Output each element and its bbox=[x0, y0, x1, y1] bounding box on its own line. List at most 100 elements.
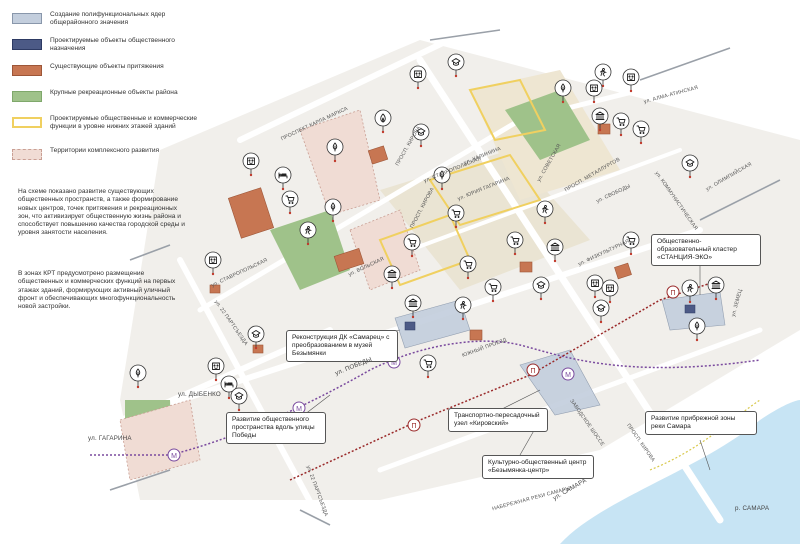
cart-icon bbox=[612, 112, 630, 137]
museum-icon bbox=[546, 238, 564, 263]
school-icon bbox=[247, 325, 265, 350]
svg-text:М: М bbox=[391, 360, 397, 367]
tree-icon bbox=[688, 317, 706, 342]
object-2 bbox=[333, 247, 365, 273]
svg-text:М: М bbox=[171, 453, 177, 460]
school-icon bbox=[447, 53, 465, 78]
cart-icon bbox=[447, 204, 465, 229]
roads bbox=[57, 27, 763, 533]
run-icon bbox=[681, 279, 699, 304]
commerce-belt-2 bbox=[468, 78, 547, 142]
legend-label: Создание полифункциональных ядер общерай… bbox=[50, 11, 166, 26]
road-label-river: р. САМАРА bbox=[735, 505, 770, 512]
cart-icon bbox=[419, 354, 437, 379]
school-icon bbox=[230, 387, 248, 412]
legend-label: Крупные рекреационные объекты района bbox=[50, 89, 178, 96]
museum-icon bbox=[707, 276, 725, 301]
theater-icon bbox=[586, 274, 604, 299]
arrow-south bbox=[299, 509, 331, 526]
samara-river bbox=[560, 400, 800, 544]
object-6 bbox=[469, 329, 483, 341]
callout-kirovsky-hub: Транспортно-пересадочный узел «Кировский… bbox=[448, 408, 548, 432]
bed-icon bbox=[220, 375, 238, 400]
road-karla-marksa bbox=[237, 27, 473, 143]
arrow-north bbox=[429, 29, 501, 41]
fire-icon bbox=[374, 109, 392, 134]
legend-swatch-lower-floors bbox=[12, 117, 42, 128]
road-sovetskaya bbox=[408, 148, 682, 252]
description-paragraph-1: На схеме показано развитие существующих … bbox=[18, 188, 185, 237]
legend-item-existing: Существующие объекты притяжения bbox=[12, 62, 202, 88]
road-naberezhnaya bbox=[387, 477, 583, 533]
krt-north bbox=[299, 109, 381, 216]
tree-icon bbox=[326, 138, 344, 163]
road-kirova bbox=[416, 56, 724, 524]
metro-line bbox=[90, 340, 761, 456]
arrow-northeast bbox=[639, 47, 731, 81]
description-paragraph-2: В зонах КРТ предусмотрено размещение общ… bbox=[18, 270, 176, 311]
run-icon bbox=[594, 63, 612, 88]
cart-icon bbox=[632, 120, 650, 145]
legend-label: Существующие объекты притяжения bbox=[50, 63, 164, 70]
leader-hub bbox=[499, 389, 541, 411]
object-4 bbox=[614, 262, 632, 280]
metro-station-1: М bbox=[167, 448, 181, 462]
road-label-dybenko: ул. ДЫБЕНКО bbox=[178, 391, 221, 398]
tree-icon bbox=[433, 166, 451, 191]
arrow-west bbox=[129, 244, 171, 261]
tree-icon bbox=[554, 79, 572, 104]
legend-swatch-krt bbox=[12, 149, 42, 160]
legend-swatch-existing bbox=[12, 65, 42, 76]
run-icon bbox=[299, 221, 317, 246]
theater-icon bbox=[585, 79, 603, 104]
cart-icon bbox=[506, 231, 524, 256]
run-icon bbox=[536, 200, 554, 225]
school-icon bbox=[592, 299, 610, 324]
core-kirovsky-hub bbox=[519, 349, 601, 416]
cart-icon bbox=[622, 231, 640, 256]
cart-icon bbox=[459, 255, 477, 280]
rail-stops: П П П bbox=[407, 285, 680, 432]
theater-icon bbox=[622, 68, 640, 93]
object-1 bbox=[227, 187, 275, 239]
krt-south bbox=[119, 399, 201, 481]
object-8 bbox=[252, 344, 264, 354]
theater-icon bbox=[409, 65, 427, 90]
school-icon bbox=[681, 154, 699, 179]
cart-icon bbox=[484, 278, 502, 303]
callout-bezymyanka-center: Культурно-общественный центр «Безымянка-… bbox=[482, 455, 594, 479]
park-west bbox=[270, 210, 350, 290]
svg-text:П: П bbox=[670, 290, 675, 297]
poi-icons bbox=[129, 53, 725, 412]
run-icon bbox=[454, 296, 472, 321]
park-north bbox=[505, 90, 590, 160]
museum-icon bbox=[591, 107, 609, 132]
legend-item-lower-floors: Проектируемые общественные и коммерчески… bbox=[12, 114, 202, 146]
object-9 bbox=[597, 123, 611, 135]
recreation-line bbox=[649, 399, 761, 471]
road-stavropolskaya bbox=[197, 117, 523, 313]
object-7 bbox=[209, 284, 221, 294]
bed-icon bbox=[274, 166, 292, 191]
rail-stop-3: П bbox=[666, 285, 680, 299]
theater-icon bbox=[601, 279, 619, 304]
cart-icon bbox=[403, 233, 421, 258]
rail-line bbox=[289, 279, 721, 481]
leader-river bbox=[699, 439, 711, 471]
museum-icon bbox=[404, 294, 422, 319]
legend-item-polyfunctional: Создание полифункциональных ядер общерай… bbox=[12, 10, 202, 36]
rail-stop-2: П bbox=[526, 363, 540, 377]
road-label-gagarina: ул. ГАГАРИНА bbox=[88, 435, 132, 442]
legend-item-planned: Проектируемые объекты общественного назн… bbox=[12, 36, 202, 62]
theater-icon bbox=[207, 357, 225, 382]
callout-dk-samarets: Реконструкция ДК «Самарец» с преобразова… bbox=[286, 330, 398, 362]
planned-object-1 bbox=[404, 321, 416, 331]
metro-station-4: М bbox=[561, 367, 575, 381]
callout-river-zone: Развитие прибрежной зоны реки Самара bbox=[645, 411, 757, 435]
planned-object-2 bbox=[684, 304, 696, 314]
tree-icon bbox=[324, 198, 342, 223]
legend-swatch-polyfunctional bbox=[12, 13, 42, 24]
road-arrows bbox=[109, 29, 781, 526]
svg-text:М: М bbox=[296, 406, 302, 413]
